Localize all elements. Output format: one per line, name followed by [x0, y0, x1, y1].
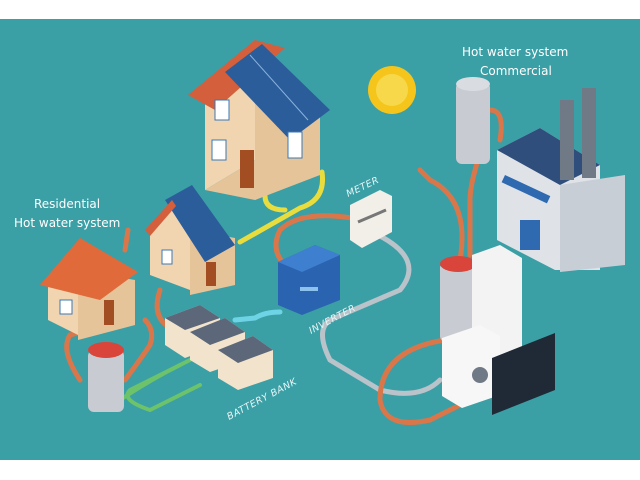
meter-inverter-cable — [273, 213, 355, 268]
small-house-residential — [40, 238, 138, 340]
television — [492, 333, 555, 415]
medium-house-with-solar — [145, 185, 235, 295]
inverter-unit — [278, 245, 340, 315]
commercial-label-line2: Commercial — [480, 64, 552, 78]
residential-label-line2: Hot water system — [14, 216, 120, 230]
solar-cable-2 — [262, 193, 288, 213]
battery-bank — [165, 305, 273, 390]
appliances — [440, 245, 555, 415]
tank-hot-pipe — [64, 327, 93, 383]
residential-water-tank — [88, 342, 124, 412]
commercial-factory — [497, 88, 625, 272]
appliance-water-tank — [440, 262, 476, 342]
large-house-with-solar — [188, 40, 330, 200]
commercial-water-tank — [456, 77, 490, 164]
sun-icon — [368, 66, 416, 114]
cables — [64, 107, 504, 425]
solar-panel — [165, 185, 235, 262]
washing-machine — [442, 325, 500, 408]
meter-box — [350, 190, 392, 248]
residential-label-line1: Residential — [34, 197, 100, 211]
solar-panel — [225, 44, 330, 140]
commercial-label-line1: Hot water system — [462, 45, 568, 59]
solar-cable — [237, 169, 326, 245]
battery-tank-cable — [125, 358, 202, 413]
meter-appliance-cable — [320, 233, 443, 396]
inverter-battery-cable — [232, 309, 283, 323]
